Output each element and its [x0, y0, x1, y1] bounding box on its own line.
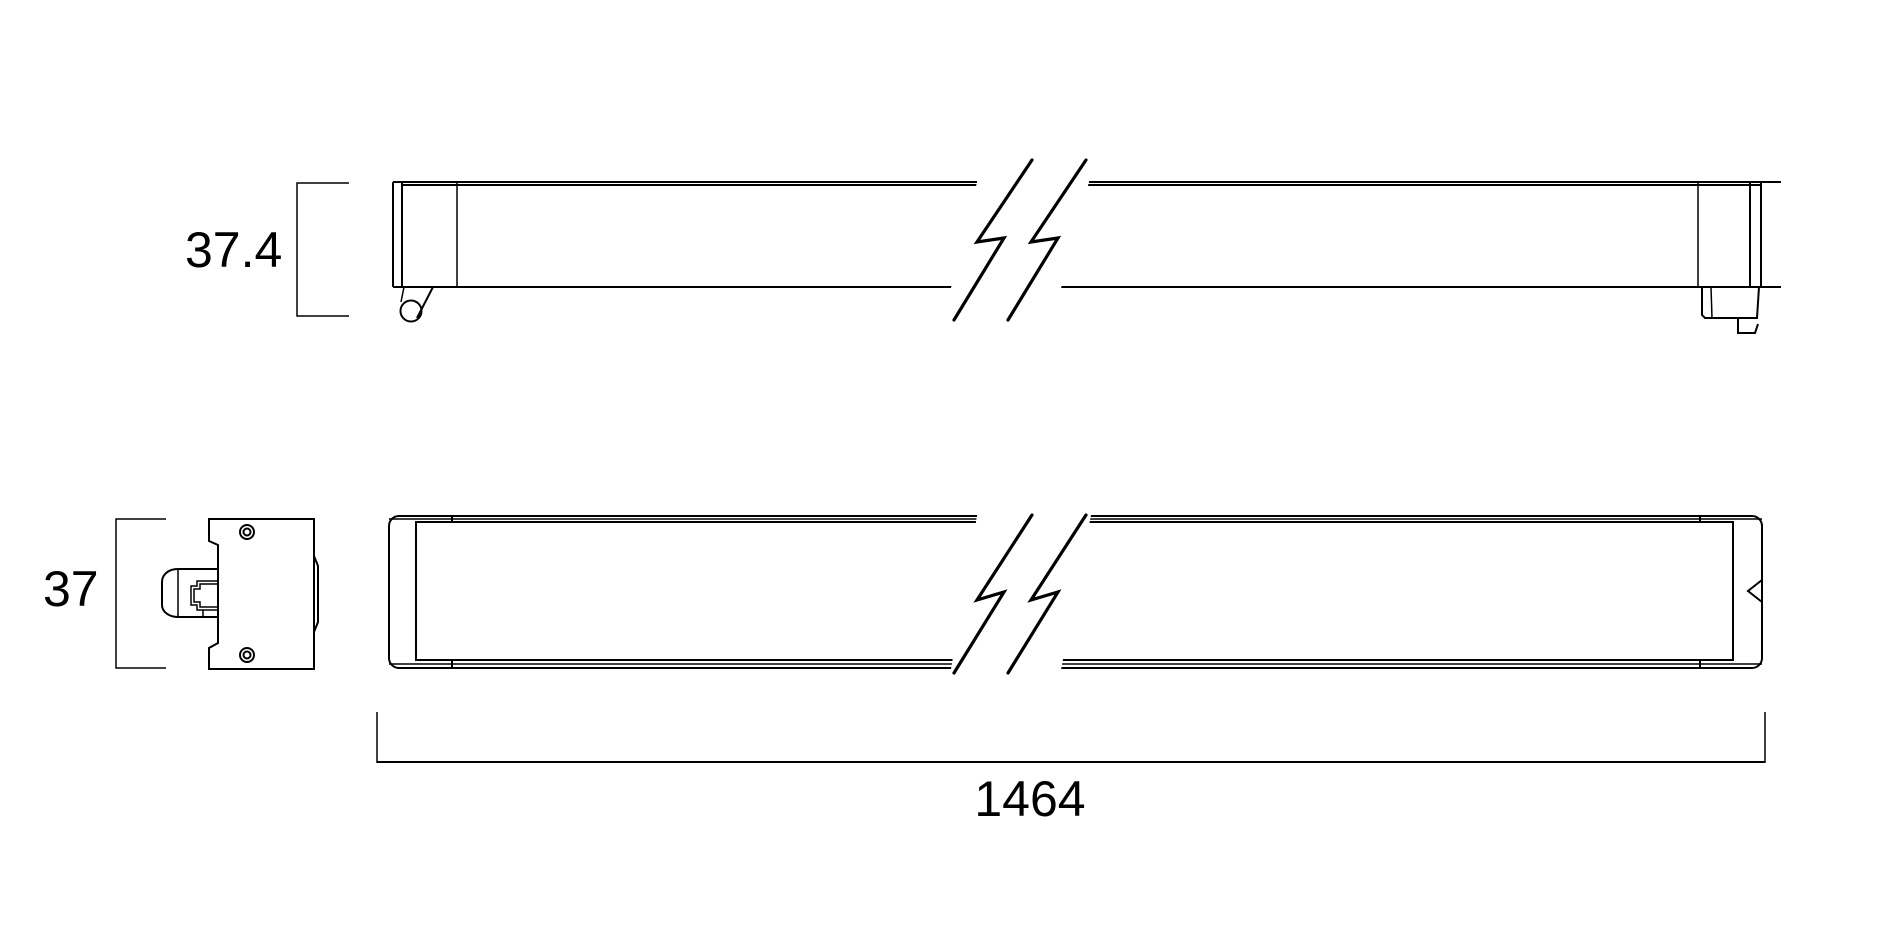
height-dimension-label: 37.4 — [185, 222, 282, 278]
width-dimension-bracket — [115, 518, 166, 669]
plan-view — [388, 510, 1763, 675]
height-dimension-bracket — [296, 182, 349, 317]
screw-icon — [239, 524, 255, 540]
end-connector-plug — [161, 568, 219, 618]
side-right-connector — [1701, 286, 1760, 334]
length-dimension — [376, 712, 1766, 763]
end-view: 37 — [43, 518, 319, 670]
side-left-pivot — [399, 286, 434, 323]
screw-icon — [239, 647, 255, 663]
end-housing — [208, 518, 319, 670]
side-break-line-icon — [950, 158, 1090, 322]
width-dimension-label: 37 — [43, 561, 99, 617]
side-body — [392, 181, 1781, 288]
direction-arrow-icon — [1746, 579, 1763, 603]
side-view: 37.4 — [185, 158, 1781, 334]
length-dimension-label: 1464 — [974, 771, 1085, 827]
plan-break-line-icon — [950, 510, 1092, 675]
